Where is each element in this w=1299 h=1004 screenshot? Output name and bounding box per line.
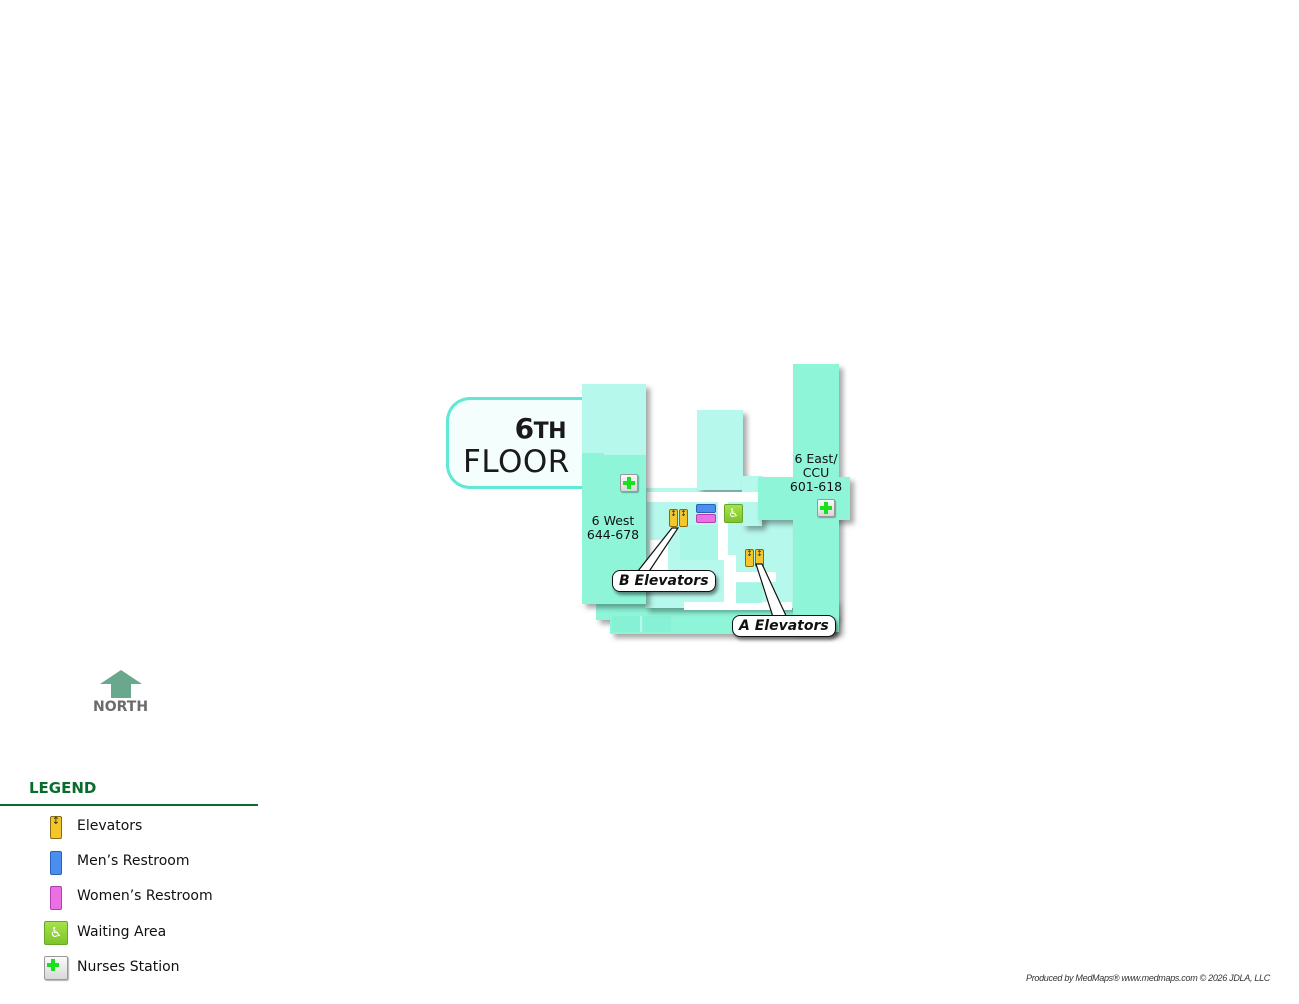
east-wing-spine [793, 470, 839, 632]
footer-credit: Produced by MedMaps® www.medmaps.com © 2… [1026, 973, 1270, 983]
elevator-icon[interactable]: ↕ [669, 509, 678, 527]
legend-divider [0, 804, 258, 806]
mens-restroom-icon [50, 851, 62, 875]
waiting-area-icon: ♿ [44, 921, 68, 945]
north-label: NORTH [93, 699, 149, 715]
womens-restroom-icon[interactable] [696, 514, 716, 523]
corridor [736, 572, 776, 582]
room [680, 525, 718, 560]
womens-restroom-icon [50, 886, 62, 910]
north-arrow-icon [100, 670, 142, 698]
legend-title: LEGEND [29, 779, 97, 797]
nurses-station-icon[interactable] [620, 474, 638, 492]
room [643, 616, 671, 632]
floor-title-box: 6TH FLOOR [446, 397, 596, 489]
floor-number: 6TH [514, 412, 567, 445]
floor-word: FLOOR [463, 444, 570, 480]
nurses-station-icon[interactable] [817, 499, 835, 517]
elevator-icon: ↕ [50, 816, 62, 839]
floor-block-center-tower [697, 410, 743, 490]
room [736, 583, 762, 603]
nurses-station-icon [44, 956, 68, 980]
corridor [684, 602, 792, 610]
corridor [724, 555, 736, 607]
elevator-icon[interactable]: ↕ [745, 549, 754, 567]
corridor [647, 492, 759, 502]
a-elevators-callout[interactable]: A Elevators [732, 615, 836, 637]
corridor [718, 500, 728, 560]
room [612, 616, 642, 632]
b-elevators-callout[interactable]: B Elevators [612, 570, 716, 592]
waiting-area-icon[interactable]: ♿ [724, 504, 743, 523]
mens-restroom-icon[interactable] [696, 504, 716, 513]
elevator-icon[interactable]: ↕ [679, 509, 688, 527]
west-wing-unit [582, 453, 604, 457]
